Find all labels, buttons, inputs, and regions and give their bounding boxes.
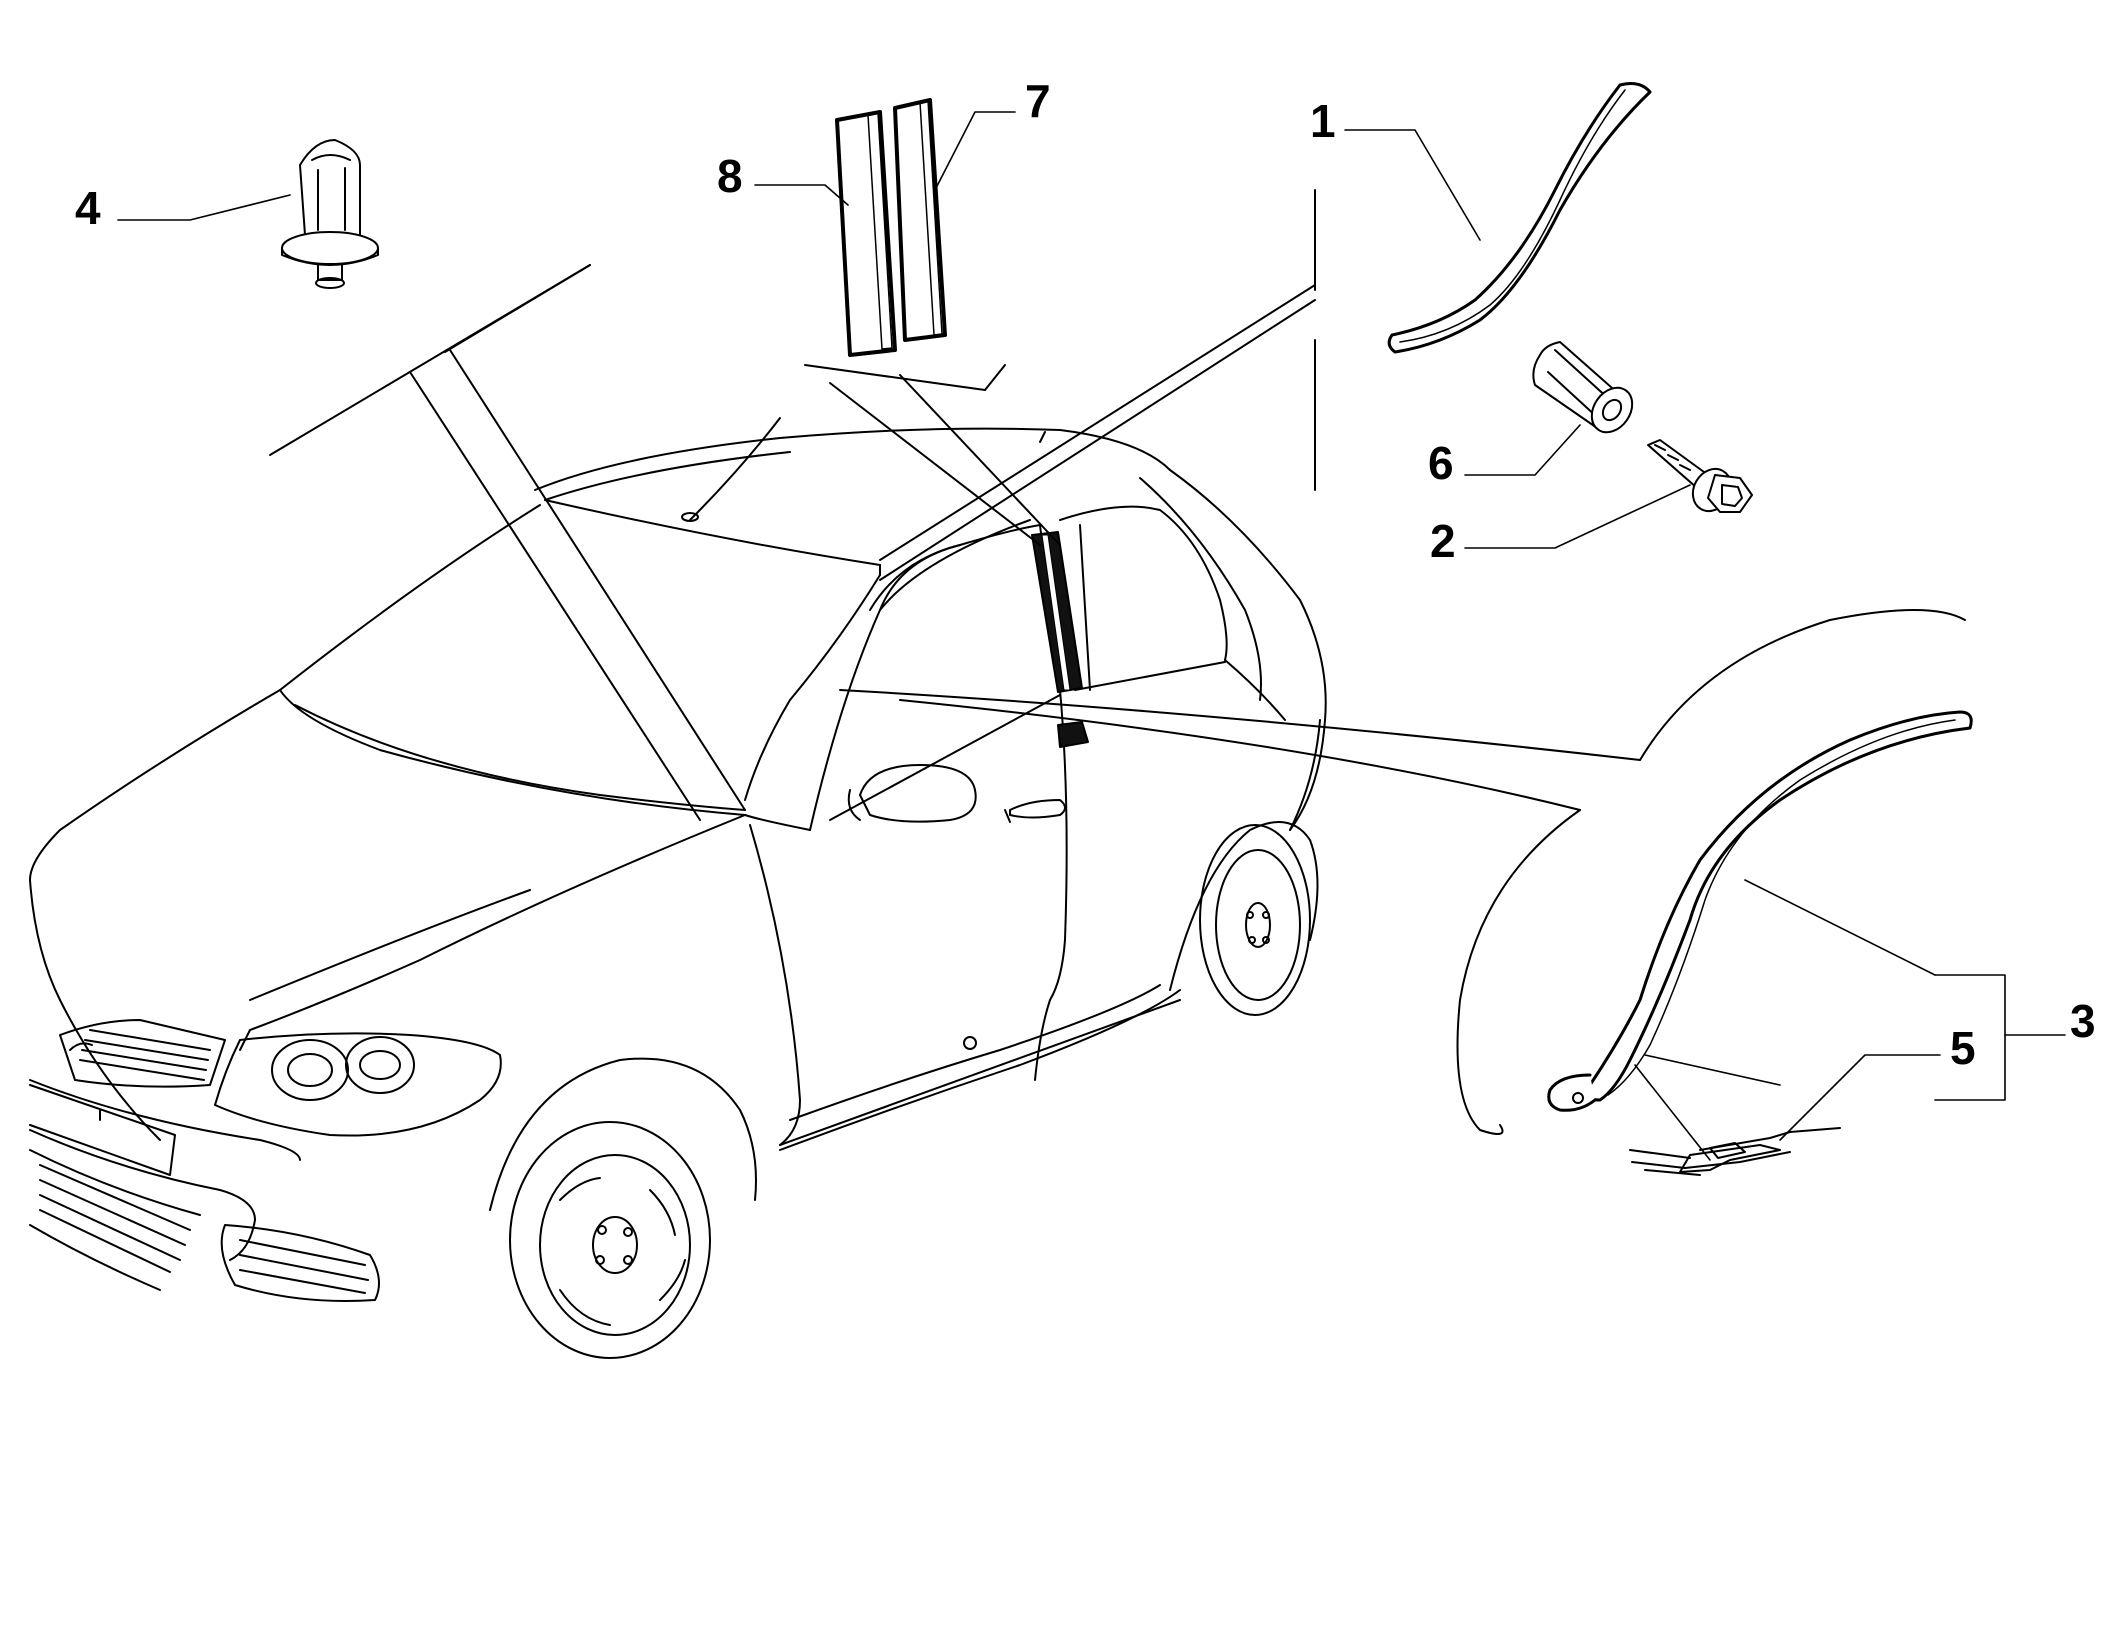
callout-8: 8 xyxy=(717,150,743,202)
callout-6: 6 xyxy=(1428,437,1454,489)
part-1-a-pillar-strip xyxy=(1387,82,1652,354)
callout-7: 7 xyxy=(1025,75,1051,127)
part-5-retaining-clip xyxy=(1629,1127,1841,1176)
callout-1: 1 xyxy=(1310,95,1336,147)
b-pillar-trim-on-car xyxy=(1031,531,1089,748)
callout-leader-lines xyxy=(117,111,2066,1161)
part-3-door-seal xyxy=(1547,710,1973,1112)
callout-3: 3 xyxy=(2070,995,2096,1047)
part-2-flange-screw xyxy=(1647,439,1753,513)
callout-5: 5 xyxy=(1950,1022,1976,1074)
callout-4: 4 xyxy=(75,182,101,234)
part-7-8-b-pillar-trims xyxy=(835,98,947,357)
detail-lines xyxy=(269,189,1966,1135)
callout-2: 2 xyxy=(1430,515,1456,567)
part-4-push-clip xyxy=(281,139,379,289)
part-6-expansion-nut xyxy=(1532,341,1634,434)
car-illustration xyxy=(29,417,1327,1359)
